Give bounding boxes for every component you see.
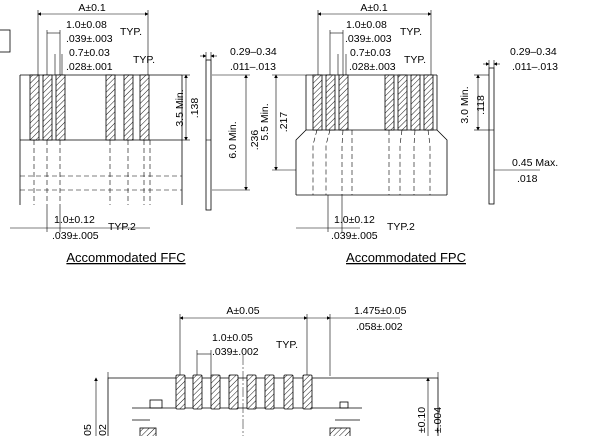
ffc-dim-thick-in: .011–.013 <box>230 61 276 73</box>
ffc-dim-stiff-mm: 6.0 Min. <box>227 121 239 158</box>
ffc-dim-bottom-mm: 1.0±0.12 <box>54 214 95 226</box>
ffc-dim-cond-in: .028±.001 <box>66 61 113 73</box>
fpc-dim-stiff-mm: 5.5 Min. <box>259 103 271 140</box>
conn-dim-pitch-mm: 1.0±0.05 <box>212 332 253 344</box>
fpc-dim-max-in: .018 <box>517 173 538 185</box>
conn-dim-side-mm: ±0.10 <box>416 407 428 433</box>
conn-dim-offset-mm: 1.475±0.05 <box>354 305 407 317</box>
ffc-dim-stiff-in: .236 <box>249 130 261 151</box>
conn-dim-left-mm: 05 <box>82 424 94 436</box>
fpc-dim-pitch-typ: TYP. <box>400 26 422 38</box>
ffc-edge-box <box>0 29 11 53</box>
fpc-dim-exposed-in: .118 <box>475 95 487 115</box>
ffc-dim-exposed-mm: 3.5 Min. <box>174 89 186 126</box>
ffc-dim-exposed-in: .138 <box>189 98 201 119</box>
fpc-dim-bottom-mm: 1.0±0.12 <box>334 214 375 226</box>
connector-drawing <box>94 314 439 436</box>
ffc-caption: Accommodated FFC <box>66 250 185 265</box>
fpc-dim-bottom-typ: TYP.2 <box>387 221 415 233</box>
fpc-drawing <box>272 10 540 232</box>
fpc-side-profile <box>488 67 495 205</box>
fpc-dim-exposed-mm: 3.0 Min. <box>459 86 471 123</box>
ffc-dim-pitch-mm: 1.0±0.08 <box>66 19 107 31</box>
fpc-dim-a: A±0.1 <box>360 2 388 14</box>
fpc-dim-thick-mm: 0.29–0.34 <box>510 46 557 58</box>
ffc-dim-bottom-typ: TYP.2 <box>108 221 136 233</box>
conn-dim-left-in: 02 <box>97 424 109 436</box>
ffc-dim-pitch-in: .039±.003 <box>66 33 113 45</box>
connector-pins <box>139 374 351 436</box>
fpc-dim-bottom-in: .039±.005 <box>331 230 378 242</box>
ffc-dim-cond-mm: 0.7±0.03 <box>69 47 110 59</box>
conn-dim-pitch-in: .039±.002 <box>212 346 259 358</box>
fpc-caption: Accommodated FPC <box>346 250 466 265</box>
fpc-dim-pitch-in: .039±.003 <box>345 33 392 45</box>
conn-dim-a: A±0.05 <box>226 305 259 317</box>
ffc-dim-pitch-typ: TYP. <box>120 26 142 38</box>
conn-dim-pitch-typ: TYP. <box>276 339 298 351</box>
fpc-dim-stiff-in: .217 <box>278 112 290 133</box>
ffc-conductors <box>29 74 150 141</box>
fpc-dim-cond-typ: TYP. <box>404 54 426 66</box>
ffc-dim-thick-mm: 0.29–0.34 <box>230 46 277 58</box>
fpc-dim-cond-in: .028±.003 <box>349 61 396 73</box>
fpc-dim-max-mm: 0.45 Max. <box>512 157 558 169</box>
ffc-dim-cond-typ: TYP. <box>133 54 155 66</box>
ffc-side-profile <box>205 59 212 211</box>
conn-dim-offset-in: .058±.002 <box>356 321 403 333</box>
conn-dim-side-in: ±.004 <box>432 407 444 433</box>
fpc-conductors <box>312 74 434 131</box>
fpc-dim-thick-in: .011–.013 <box>512 61 558 73</box>
fpc-dim-pitch-mm: 1.0±0.08 <box>346 19 387 31</box>
ffc-dim-bottom-in: .039±.005 <box>52 230 99 242</box>
fpc-dim-cond-mm: 0.7±0.03 <box>350 47 391 59</box>
ffc-drawing <box>0 10 250 232</box>
ffc-dim-a: A±0.1 <box>78 2 106 14</box>
